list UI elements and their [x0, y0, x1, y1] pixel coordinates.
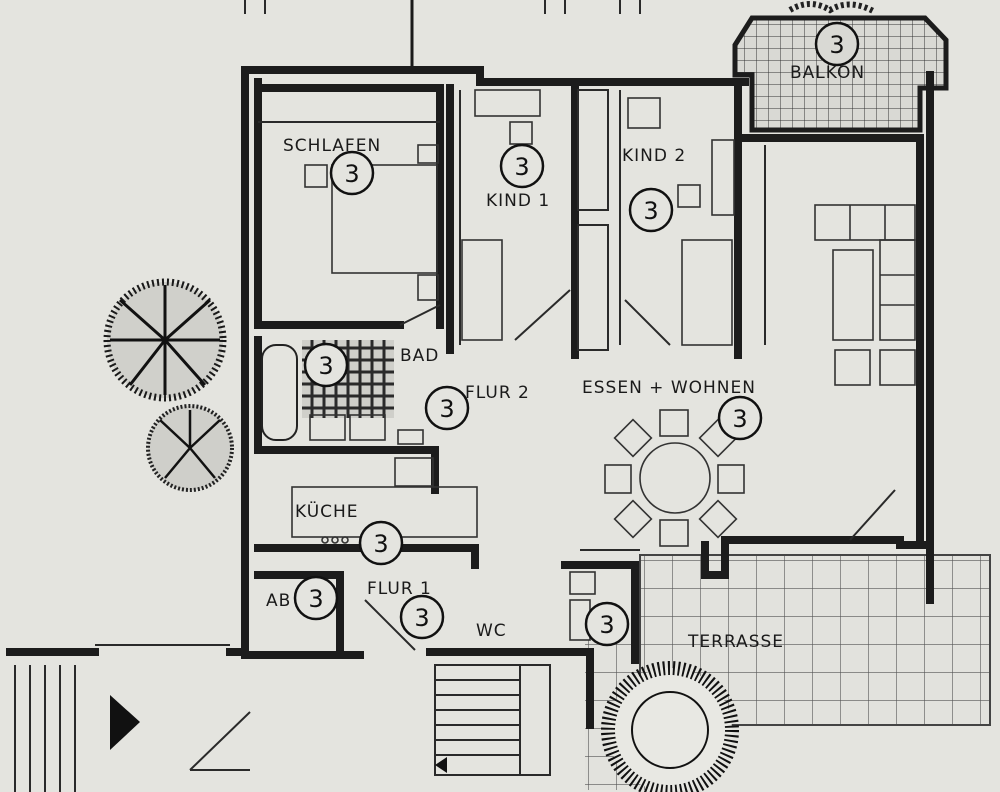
label-balkon: BALKON [790, 63, 865, 83]
svg-text:3: 3 [643, 197, 658, 225]
label-kueche: KÜCHE [295, 500, 359, 522]
svg-text:3: 3 [732, 405, 747, 433]
svg-text:3: 3 [414, 604, 429, 632]
top-ticks [244, 0, 641, 68]
label-bad: BAD [400, 346, 439, 366]
stairs-center [434, 664, 551, 776]
badge-flur2: 3 [424, 385, 470, 431]
svg-text:3: 3 [599, 611, 614, 639]
badge-flur1: 3 [399, 594, 445, 640]
badge-balkon: 3 [814, 21, 860, 67]
badge-bad: 3 [303, 342, 349, 388]
sofa-set [814, 204, 916, 386]
badge-ab: 3 [293, 575, 339, 621]
tree-large [103, 278, 227, 402]
badge-wc: 3 [584, 601, 630, 647]
label-flur2: FLUR 2 [465, 383, 530, 403]
room-badges: 3 3 3 3 3 3 3 3 [293, 21, 860, 647]
badge-kueche: 3 [358, 520, 404, 566]
badge-schlafen: 3 [329, 150, 375, 196]
balcony [732, 1, 949, 133]
kind2-furniture [627, 97, 735, 346]
label-flur1: FLUR 1 [367, 579, 432, 599]
badge-kind1: 3 [499, 143, 545, 189]
label-ab: AB [266, 591, 291, 611]
svg-text:3: 3 [308, 585, 323, 613]
interior-lines [95, 89, 896, 771]
bed-double [304, 144, 439, 301]
walls [6, 66, 934, 729]
stairs-left [14, 665, 140, 792]
svg-text:3: 3 [829, 31, 844, 59]
label-wc: WC [476, 621, 507, 641]
label-schlafen: SCHLAFEN [283, 136, 381, 156]
label-essen-wohnen: ESSEN + WOHNEN [582, 378, 756, 398]
label-kind2: KIND 2 [622, 146, 686, 166]
room-labels: SCHLAFEN KIND 1 KIND 2 BALKON BAD FLUR 2… [266, 63, 865, 652]
label-terrasse: TERRASSE [687, 632, 784, 652]
svg-text:3: 3 [318, 352, 333, 380]
bath-fixtures [261, 344, 424, 445]
svg-text:3: 3 [344, 160, 359, 188]
terrace-plant [601, 661, 739, 792]
tree-small [146, 404, 234, 492]
svg-text:3: 3 [514, 153, 529, 181]
svg-text:3: 3 [439, 395, 454, 423]
badge-essen-wohnen: 3 [717, 395, 763, 441]
label-kind1: KIND 1 [486, 191, 550, 211]
badge-kind2: 3 [628, 187, 674, 233]
svg-text:3: 3 [373, 530, 388, 558]
